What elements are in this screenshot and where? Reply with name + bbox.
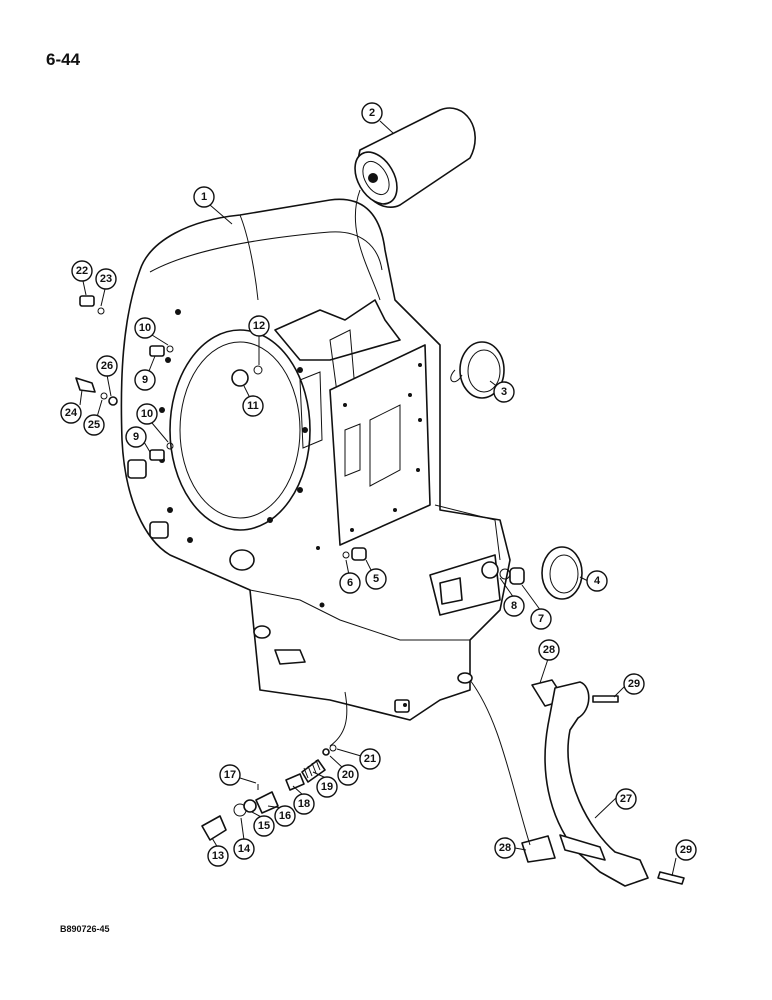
callout-28-lower: 28 — [494, 837, 516, 859]
svg-text:14: 14 — [238, 843, 251, 855]
svg-text:4: 4 — [594, 575, 601, 587]
svg-text:12: 12 — [253, 320, 265, 332]
callout-17: 17 — [219, 764, 241, 786]
svg-text:19: 19 — [321, 781, 333, 793]
callout-1: 1 — [193, 186, 215, 208]
svg-text:22: 22 — [76, 265, 88, 277]
svg-text:11: 11 — [247, 400, 259, 412]
callout-2: 2 — [361, 102, 383, 124]
figure-code: B890726-45 — [60, 924, 110, 934]
callout-29-lower: 29 — [675, 839, 697, 861]
small-fittings-5-8 — [342, 547, 525, 585]
callout-20: 20 — [337, 764, 359, 786]
callout-5: 5 — [365, 568, 387, 590]
svg-text:24: 24 — [65, 407, 78, 419]
callout-23: 23 — [95, 268, 117, 290]
callout-24: 24 — [60, 402, 82, 424]
callout-10-upper: 10 — [134, 317, 156, 339]
svg-text:7: 7 — [538, 613, 544, 625]
svg-text:20: 20 — [342, 769, 354, 781]
svg-text:28: 28 — [499, 842, 511, 854]
callout-26: 26 — [96, 355, 118, 377]
svg-text:9: 9 — [133, 431, 139, 443]
svg-text:23: 23 — [100, 273, 112, 285]
svg-text:13: 13 — [212, 850, 224, 862]
relief-valve-parts — [201, 691, 348, 841]
callout-6: 6 — [339, 572, 361, 594]
callout-8: 8 — [503, 595, 525, 617]
callout-3: 3 — [493, 381, 515, 403]
svg-text:5: 5 — [373, 573, 379, 585]
svg-text:1: 1 — [201, 191, 207, 203]
callout-12: 12 — [248, 315, 270, 337]
valve-plate-holes — [343, 363, 422, 532]
svg-text:9: 9 — [142, 374, 148, 386]
callout-10-lower: 10 — [136, 403, 158, 425]
seal-ring-4 — [541, 546, 583, 600]
svg-text:10: 10 — [139, 322, 151, 334]
svg-text:27: 27 — [620, 793, 632, 805]
callout-11: 11 — [242, 395, 264, 417]
callout-16: 16 — [274, 805, 296, 827]
oil-filter — [354, 107, 476, 301]
callout-4: 4 — [586, 570, 608, 592]
svg-text:28: 28 — [543, 644, 555, 656]
svg-text:15: 15 — [258, 820, 270, 832]
seal-ring-3 — [450, 341, 505, 399]
svg-text:3: 3 — [501, 386, 507, 398]
svg-text:6: 6 — [347, 577, 353, 589]
callout-25: 25 — [83, 414, 105, 436]
callout-21: 21 — [359, 748, 381, 770]
callout-27: 27 — [615, 788, 637, 810]
svg-text:2: 2 — [369, 107, 375, 119]
transmission-housing — [120, 198, 511, 721]
svg-text:10: 10 — [141, 408, 153, 420]
svg-text:29: 29 — [680, 844, 692, 856]
left-side-fittings — [75, 295, 263, 461]
callout-18: 18 — [293, 793, 315, 815]
svg-text:17: 17 — [224, 769, 236, 781]
svg-text:26: 26 — [101, 360, 113, 372]
callout-28-upper: 28 — [538, 639, 560, 661]
callout-14: 14 — [233, 838, 255, 860]
svg-text:8: 8 — [511, 600, 517, 612]
callout-9-upper: 9 — [134, 369, 156, 391]
callout-15: 15 — [253, 815, 275, 837]
svg-text:21: 21 — [364, 753, 376, 765]
oil-tube-assembly — [469, 679, 685, 887]
callout-19: 19 — [316, 776, 338, 798]
callout-13: 13 — [207, 845, 229, 867]
page-number: 6-44 — [46, 50, 81, 69]
callout-22: 22 — [71, 260, 93, 282]
svg-text:18: 18 — [298, 798, 310, 810]
svg-text:16: 16 — [279, 810, 291, 822]
callout-7: 7 — [530, 608, 552, 630]
callout-29-upper: 29 — [623, 673, 645, 695]
svg-text:25: 25 — [88, 419, 100, 431]
bell-bolt-holes — [159, 309, 308, 543]
callout-9-lower: 9 — [125, 426, 147, 448]
svg-text:29: 29 — [628, 678, 640, 690]
